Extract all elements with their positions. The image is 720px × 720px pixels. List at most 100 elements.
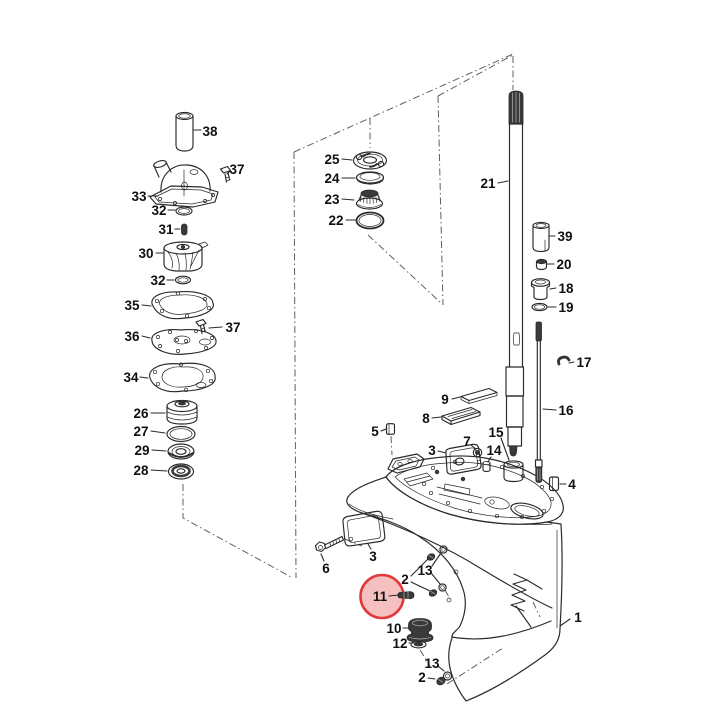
leader-line-2: [410, 558, 429, 577]
leader-line-7: [470, 444, 477, 450]
part-13-washer-mid: [438, 583, 447, 592]
leader-lines: [139, 129, 575, 680]
part-label-4: 4: [568, 477, 576, 492]
part-label-2: 2: [418, 670, 426, 685]
part-36-wear-plate: [151, 328, 217, 355]
flange-boss: [387, 453, 425, 474]
leader-line-13: [437, 665, 445, 672]
part-23-tapered-bearing: [355, 189, 384, 210]
part-2-screw-mid: [428, 589, 438, 597]
part-7-grommet: [472, 447, 483, 458]
part-label-1: 1: [574, 610, 582, 625]
part-label-36: 36: [124, 329, 140, 344]
leader-line-3: [437, 450, 447, 454]
leader-line-5: [380, 428, 387, 432]
part-label-2: 2: [401, 572, 409, 587]
part-label-9: 9: [441, 392, 449, 407]
part-label-30: 30: [138, 246, 153, 261]
water-intake-gills: [510, 573, 543, 628]
part-25-bearing-cap: [352, 151, 388, 170]
leader-line-36: [141, 335, 151, 339]
part-label-23: 23: [324, 192, 340, 207]
part-label-5: 5: [371, 424, 379, 439]
part-label-16: 16: [558, 403, 574, 418]
part-13-washer-upper: [439, 545, 448, 554]
leader-line-35: [141, 304, 152, 307]
part-label-27: 27: [133, 424, 148, 439]
leader-line-28: [150, 469, 168, 472]
part-label-26: 26: [133, 406, 149, 421]
leader-line-15: [500, 437, 510, 461]
part-4-clip: [548, 476, 560, 492]
leader-line-21: [497, 180, 509, 184]
part-16-shift-rod: [534, 321, 543, 483]
part-38-water-tube: [175, 111, 194, 152]
part-label-8: 8: [422, 411, 430, 426]
part-label-19: 19: [558, 300, 573, 315]
leader-line-2: [410, 581, 431, 592]
leader-line-9: [451, 396, 461, 400]
part-2-screw-bottom: [436, 676, 446, 686]
part-15-bearing-sleeve: [503, 460, 524, 483]
part-label-17: 17: [576, 355, 591, 370]
part-26-seal-carrier: [166, 399, 198, 425]
part-label-14: 14: [486, 443, 502, 458]
part-label-6: 6: [322, 561, 330, 576]
leader-line-1: [559, 618, 571, 627]
leader-line-37: [226, 170, 231, 175]
part-34-gasket-lower: [149, 362, 216, 393]
part-19-oring: [531, 302, 548, 312]
part-22-oring: [355, 211, 385, 230]
part-label-33: 33: [131, 189, 147, 204]
part-number-labels: 3837333231303235363734262729282524232221…: [123, 124, 591, 685]
part-label-37: 37: [229, 162, 244, 177]
part-37-bolt-lower: [195, 318, 207, 335]
part-21-driveshaft: [505, 90, 525, 457]
part-1-gearcase-housing: [346, 453, 564, 702]
part-label-3: 3: [428, 443, 436, 458]
part-9-shim-plate: [460, 387, 498, 404]
part-label-35: 35: [124, 298, 140, 313]
leader-line-29: [151, 449, 167, 452]
part-label-25: 25: [324, 152, 340, 167]
part-13-washer-bottom: [442, 671, 453, 681]
leader-line-27: [150, 430, 166, 434]
part-label-13: 13: [424, 656, 440, 671]
part-27-oring: [166, 425, 196, 443]
part-10-rubber-plug: [406, 618, 434, 643]
part-label-37: 37: [225, 320, 240, 335]
part-28-oil-seal: [167, 463, 195, 480]
part-label-10: 10: [386, 621, 401, 636]
part-label-13: 13: [417, 563, 433, 578]
part-31-impeller-key: [181, 223, 188, 236]
part-12-washer: [410, 640, 427, 649]
leader-line-16: [542, 408, 557, 411]
part-label-11: 11: [373, 589, 388, 604]
part-label-3: 3: [369, 549, 377, 564]
part-label-29: 29: [134, 443, 149, 458]
part-label-7: 7: [463, 434, 471, 449]
part-33-water-pump-housing: [149, 160, 219, 208]
leader-line-14: [487, 456, 492, 463]
leader-line-18: [549, 287, 557, 290]
leader-line-37: [208, 326, 223, 329]
part-39-sleeve: [532, 221, 550, 253]
part-11-plug: [397, 591, 415, 600]
part-3-anode-lower: [342, 510, 386, 547]
leader-line-25: [341, 158, 353, 161]
part-29-bearing: [167, 443, 195, 460]
leader-line-13: [431, 552, 442, 567]
part-24-bearing-race: [355, 171, 385, 185]
part-18-bushing: [530, 278, 551, 301]
part-14-pin: [482, 461, 491, 473]
leader-line-13: [431, 573, 441, 585]
leader-line-2: [427, 677, 436, 680]
leader-line-23: [341, 198, 355, 201]
part-label-39: 39: [557, 229, 572, 244]
part-label-38: 38: [202, 124, 218, 139]
part-label-12: 12: [392, 636, 407, 651]
part-35-gasket-upper: [151, 290, 214, 320]
leader-line-3: [367, 543, 372, 550]
leader-line-6: [320, 553, 325, 562]
